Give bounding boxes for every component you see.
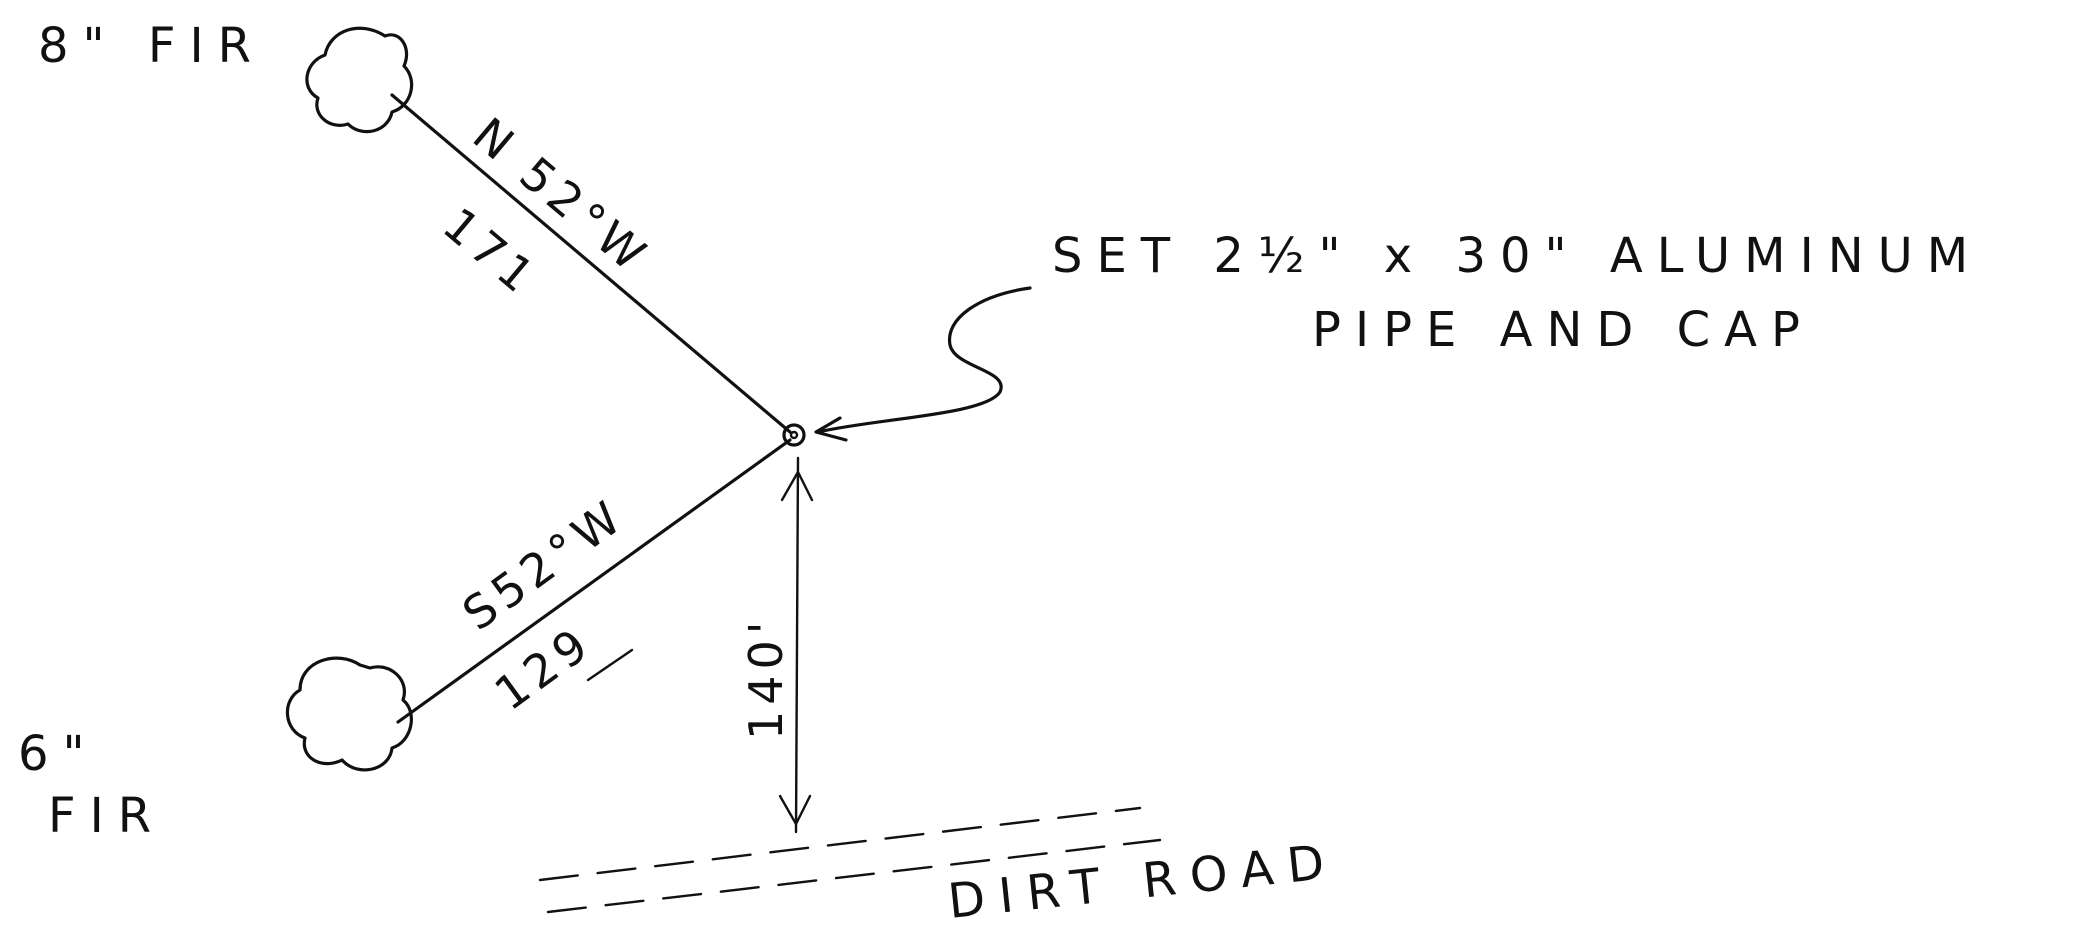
road-offset-line: [794, 456, 800, 834]
road-offset-label: 140': [739, 616, 793, 740]
top-tree-symbol: [305, 26, 414, 134]
monument-note-line1: SET 2½" x 30" ALUMINUM: [1052, 228, 1982, 284]
bottom-distance-underline: [586, 648, 634, 682]
bottom-tree-label-line2: FIR: [48, 788, 165, 844]
note-leader-arrowhead: [814, 416, 848, 442]
road-offset-arrow-bottom: [778, 794, 812, 826]
bottom-distance-label: 129: [485, 615, 602, 721]
top-tree-label: 8" FIR: [38, 18, 265, 74]
road-offset-arrow-top: [780, 470, 814, 502]
bottom-tree-symbol: [285, 656, 413, 772]
monument-note-line2: PIPE AND CAP: [1312, 302, 1814, 358]
line-to-bottom-tree: [396, 438, 792, 724]
road-edge-lower: [546, 838, 1162, 914]
line-to-top-tree: [390, 93, 792, 434]
monument-symbol: [782, 423, 806, 447]
road-edge-upper: [538, 806, 1142, 882]
bottom-tree-label-line1: 6": [18, 726, 99, 782]
note-leader-curve: [816, 286, 1032, 434]
road-label: DIRT ROAD: [945, 833, 1340, 925]
